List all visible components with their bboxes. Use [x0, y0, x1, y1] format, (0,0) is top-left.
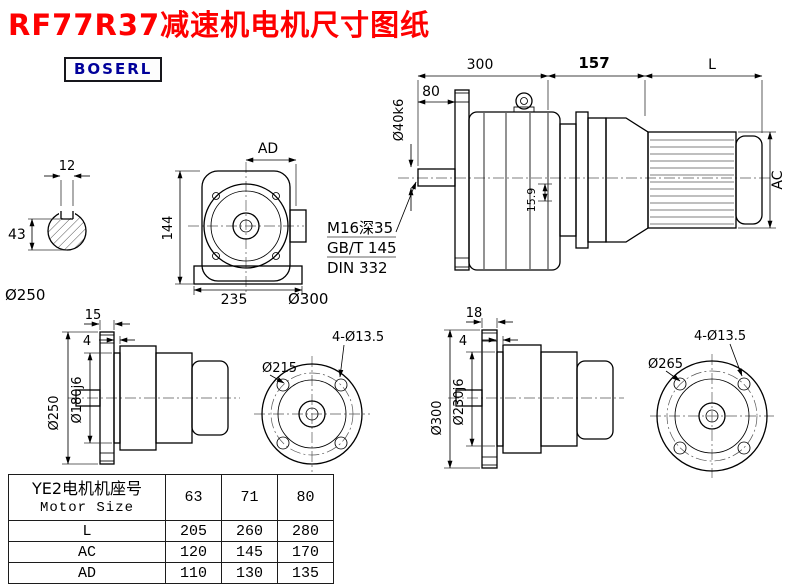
- shaft-section-view: 12 43 Ø250: [5, 159, 90, 304]
- page-title: RF77R37减速机电机尺寸图纸: [8, 8, 431, 42]
- label-flange-250: Ø250: [5, 286, 45, 304]
- table-row-AC: AC 120 145 170: [8, 541, 334, 563]
- eyebolt-icon: [515, 92, 533, 110]
- dim-300: 300: [467, 57, 494, 73]
- size-column-71: 71: [221, 474, 278, 521]
- note-thread-tap: M16深35: [327, 219, 393, 237]
- motor-size-table: YE2电机机座号 Motor Size 63 71 80 L 205 260 2…: [8, 474, 334, 584]
- cell-AD-80: 135: [277, 562, 334, 584]
- row-label-L: L: [8, 520, 166, 542]
- label-flange-300: Ø300: [288, 290, 328, 308]
- cell-AC-63: 120: [165, 541, 222, 563]
- note-bolt-holes: 4-Ø13.5: [332, 330, 384, 345]
- dim-L: L: [708, 57, 716, 73]
- size-column-63: 63: [165, 474, 222, 521]
- note-gb-standard: GB/T 145: [327, 239, 397, 257]
- dim-ad: AD: [258, 141, 278, 157]
- header-label-en: Motor Size: [39, 499, 134, 516]
- dim-flange-od: Ø300: [430, 400, 445, 435]
- flange-unit-large: 18 4 Ø300 Ø230j6 4-Ø13.5: [430, 306, 774, 478]
- dim-235: 235: [221, 292, 248, 308]
- flange-unit-small: 15 4 Ø250 Ø180j6 4-Ø13.5: [47, 308, 384, 472]
- dim-flange-od: Ø250: [47, 395, 62, 430]
- cell-L-63: 205: [165, 520, 222, 542]
- dim-80: 80: [422, 84, 440, 100]
- brand-logo: BOSERL: [64, 57, 163, 82]
- row-label-AC: AC: [8, 541, 166, 563]
- cell-L-71: 260: [221, 520, 278, 542]
- dim-shaft-height: 43: [8, 227, 26, 243]
- dim-157: 157: [578, 54, 609, 72]
- header-label-cn: YE2电机机座号: [31, 478, 143, 498]
- dim-bolt-circle: Ø215: [262, 361, 297, 376]
- dim-flange-thickness: 15: [85, 308, 102, 323]
- dim-flange-thickness: 18: [466, 306, 483, 321]
- note-din-standard: DIN 332: [327, 259, 388, 277]
- table-header-motor-size: YE2电机机座号 Motor Size: [8, 474, 166, 521]
- table-row-AD: AD 110 130 135: [8, 562, 334, 584]
- cell-AD-71: 130: [221, 562, 278, 584]
- dim-spigot-dia: Ø230j6: [452, 379, 467, 426]
- cell-AC-80: 170: [277, 541, 334, 563]
- table-header-row: YE2电机机座号 Motor Size 63 71 80: [8, 474, 334, 521]
- gearbox-front-view: AD 144 235 Ø300: [161, 141, 328, 308]
- dim-spigot-depth: 4: [459, 334, 467, 349]
- dim-bolt-circle: Ø265: [648, 357, 683, 372]
- row-label-AD: AD: [8, 562, 166, 584]
- dim-spigot-dia: Ø180j6: [70, 377, 85, 424]
- dim-keyway-width: 12: [59, 159, 76, 174]
- reducer-motor-side-view: 300 157 L 80 Ø40k6 AC 15.9 M16深35 GB/T 1…: [327, 54, 786, 277]
- cell-AD-63: 110: [165, 562, 222, 584]
- cell-AC-71: 145: [221, 541, 278, 563]
- dim-spigot-depth: 4: [83, 334, 91, 349]
- size-column-80: 80: [277, 474, 334, 521]
- note-bolt-holes: 4-Ø13.5: [694, 329, 746, 344]
- dim-ac: AC: [770, 170, 786, 189]
- cell-L-80: 280: [277, 520, 334, 542]
- motor-fins: [650, 139, 734, 225]
- table-row-L: L 205 260 280: [8, 520, 334, 542]
- dim-key-height: 15.9: [525, 188, 538, 213]
- dim-shaft-diameter: Ø40k6: [392, 99, 407, 142]
- dim-144: 144: [161, 216, 176, 241]
